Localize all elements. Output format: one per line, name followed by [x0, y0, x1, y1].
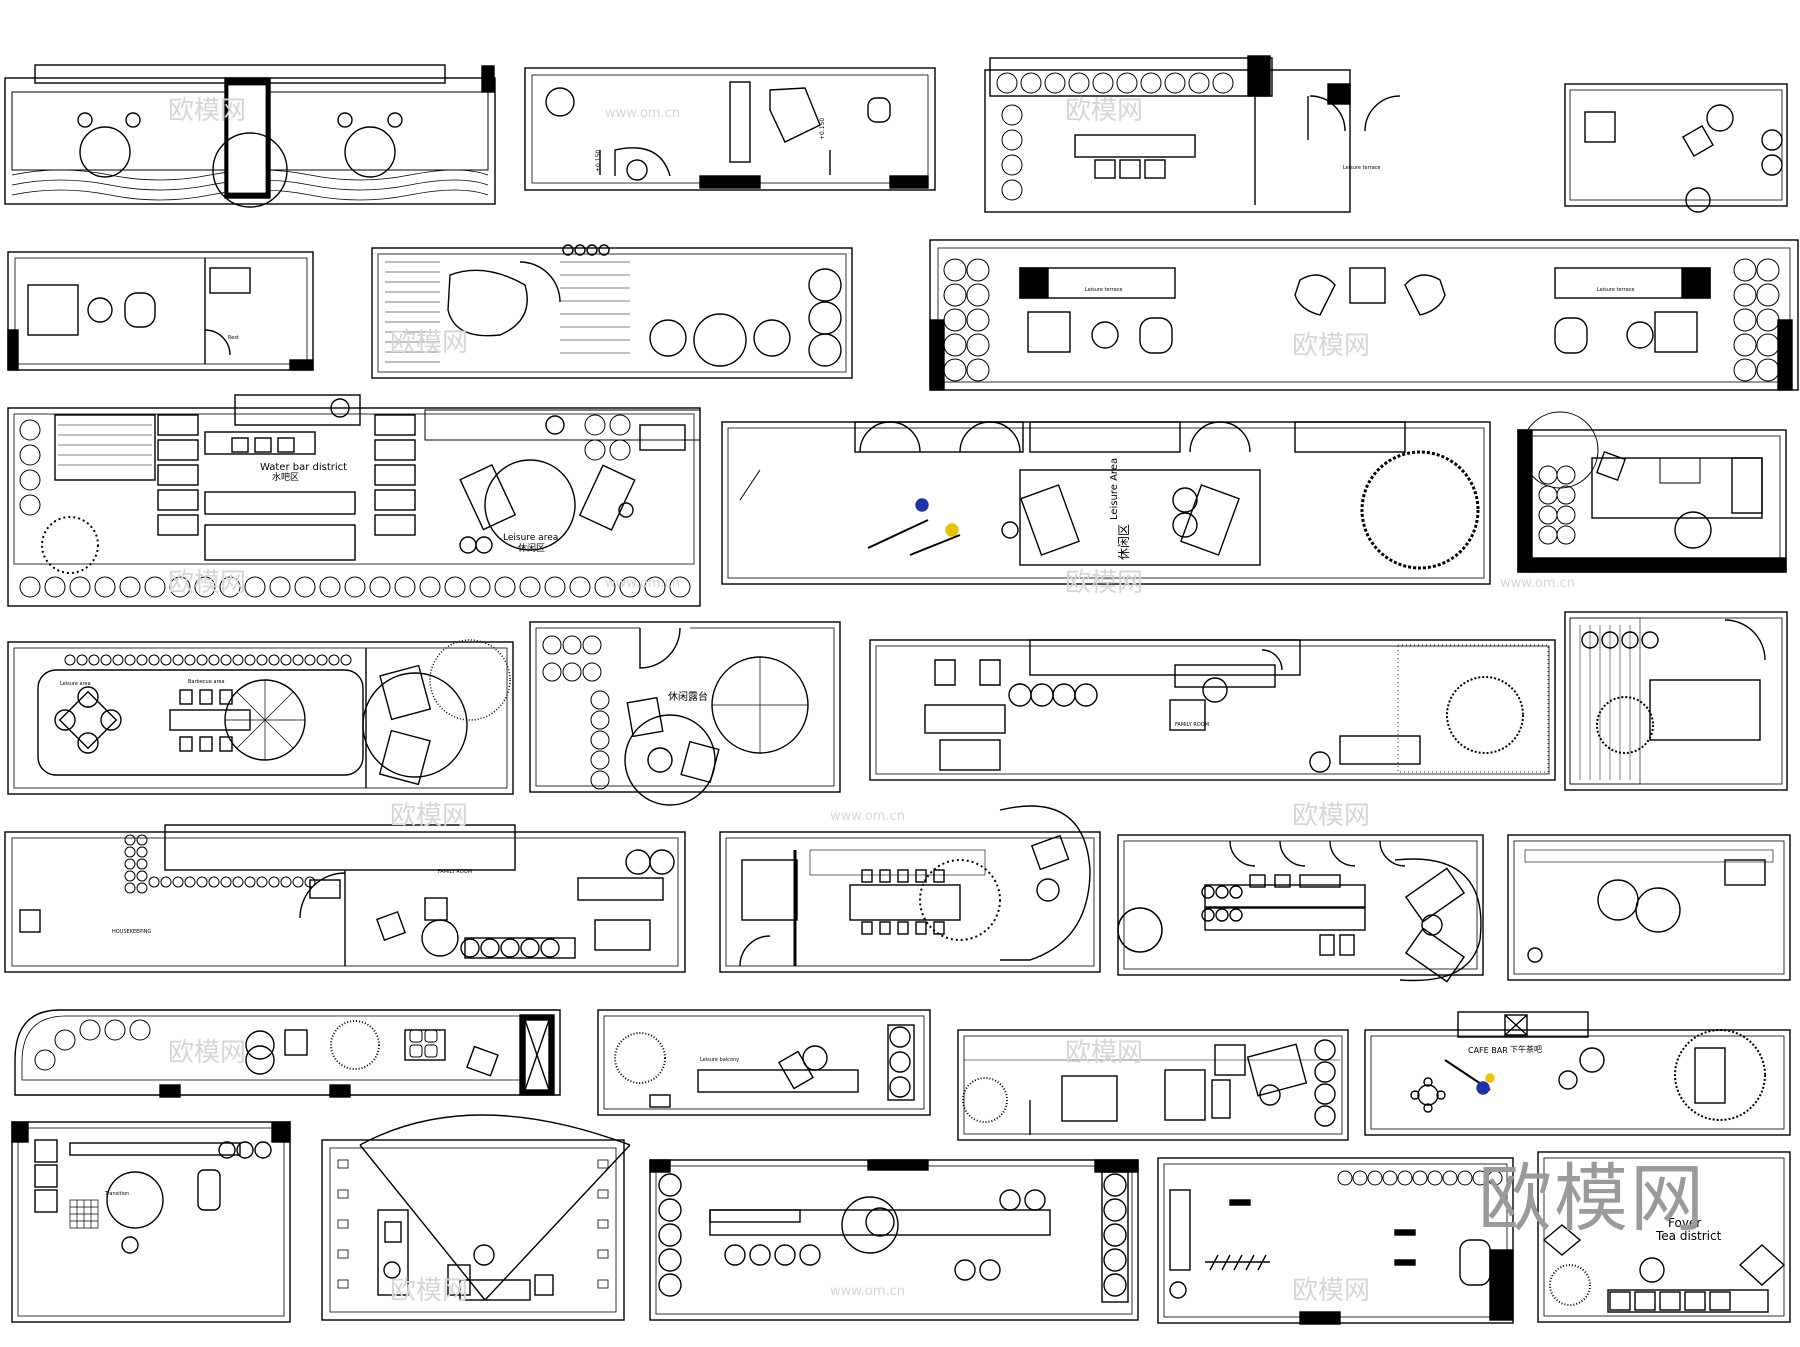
- label-leisure-terrace-1: Leisure terrace: [1343, 165, 1381, 171]
- plan-panel-r6-2: [597, 1009, 931, 1116]
- plan-panel-r2-2: [371, 244, 853, 379]
- plan-panel-r6-4: [1364, 1011, 1791, 1136]
- label-height-2: +0.150: [819, 117, 826, 140]
- plan-panel-r5-4: [1507, 834, 1791, 981]
- label-water-bar-district-cn: 水吧区: [272, 473, 300, 483]
- watermark-12: 欧模网: [1292, 801, 1371, 831]
- label-leisure-balcony: Leisure balcony: [700, 1057, 740, 1063]
- label-transition: Transition: [105, 1191, 130, 1197]
- label-afternoon-tea: 下午茶吧: [1510, 1045, 1542, 1054]
- watermark-8: 欧模网: [1065, 568, 1144, 598]
- plan-panel-r5-1: [4, 824, 686, 973]
- plan-panel-r1-4: [1564, 83, 1788, 213]
- plan-panel-r3-3: [1517, 411, 1787, 573]
- label-barbecue-area: Barbecue area: [188, 679, 225, 685]
- plan-panel-r4-2: [529, 621, 841, 806]
- brand-watermark-logo: 欧模网: [1478, 1156, 1706, 1242]
- plan-panel-r7-4: [1157, 1157, 1514, 1325]
- watermark-14: 欧模网: [1065, 1038, 1144, 1068]
- plan-panel-r4-1: [7, 639, 514, 795]
- label-leisure-terrace-cn: 休闲露台: [668, 692, 708, 703]
- plan-panel-r5-3: [1117, 834, 1484, 983]
- watermark-9: www.om.cn: [1500, 576, 1575, 591]
- label-leisure-area-small: Leisure area: [60, 681, 91, 687]
- plan-panel-r7-2: [321, 1114, 631, 1321]
- label-leisure-area-cn-2: 休闲区: [1117, 523, 1131, 560]
- watermark-7: www.om.cn: [605, 576, 680, 591]
- watermark-3: 欧模网: [1065, 96, 1144, 126]
- plan-panel-r5-2: [719, 805, 1101, 973]
- plan-panel-r4-4: [1564, 611, 1788, 791]
- plan-panel-r1-3: [984, 55, 1401, 213]
- watermark-11: www.om.cn: [830, 809, 905, 824]
- label-foyer: Foyer: [1668, 1216, 1702, 1230]
- plan-panel-r6-3: [957, 1029, 1349, 1141]
- label-family-room-2: FAMILY ROOM: [438, 869, 473, 875]
- watermark-10: 欧模网: [390, 801, 469, 831]
- watermark-16: www.om.cn: [830, 1284, 905, 1299]
- plan-panel-r3-2: [721, 421, 1491, 585]
- watermark-15: 欧模网: [390, 1276, 469, 1306]
- watermark-1: 欧模网: [168, 96, 247, 126]
- watermark-17: 欧模网: [1292, 1276, 1371, 1306]
- watermark-5: 欧模网: [1292, 331, 1371, 361]
- label-tea-district: Tea district: [1656, 1229, 1722, 1243]
- plan-panel-r2-1: [7, 251, 314, 371]
- plan-panel-r7-1: [11, 1121, 291, 1323]
- label-leisure-area-cap: Leisure Area: [1109, 457, 1120, 520]
- plan-panel-r2-3: [929, 239, 1799, 391]
- plan-panel-r1-1: [4, 64, 496, 208]
- label-family-room-1: FAMILY ROOM: [1175, 722, 1210, 728]
- watermark-6: 欧模网: [168, 568, 247, 598]
- plan-panel-r7-3: [649, 1159, 1139, 1321]
- plan-panel-r6-1: [14, 1009, 561, 1098]
- watermark-2: www.om.cn: [605, 106, 680, 121]
- label-leisure-area-cn: 休闲区: [518, 544, 546, 554]
- label-height-1: +0.150: [595, 149, 602, 172]
- watermark-4: 欧模网: [390, 328, 469, 358]
- label-leisure-area: Leisure area: [503, 533, 559, 543]
- label-cafe-bar: CAFE BAR: [1468, 1046, 1508, 1055]
- label-rest: Rest: [228, 335, 239, 341]
- label-water-bar-district: Water bar district: [260, 462, 348, 473]
- watermark-13: 欧模网: [168, 1038, 247, 1068]
- plan-panel-r1-2: [524, 67, 936, 191]
- label-housekeeping: HOUSEKEEPING: [112, 929, 152, 935]
- plan-panel-r4-3: [869, 639, 1556, 781]
- label-leisure-terrace-3: Leisure terrace: [1597, 287, 1635, 293]
- plan-panel-r7-5: [1537, 1151, 1791, 1323]
- plan-panel-r3-1: [7, 394, 701, 607]
- label-leisure-terrace-2: Leisure terrace: [1085, 287, 1123, 293]
